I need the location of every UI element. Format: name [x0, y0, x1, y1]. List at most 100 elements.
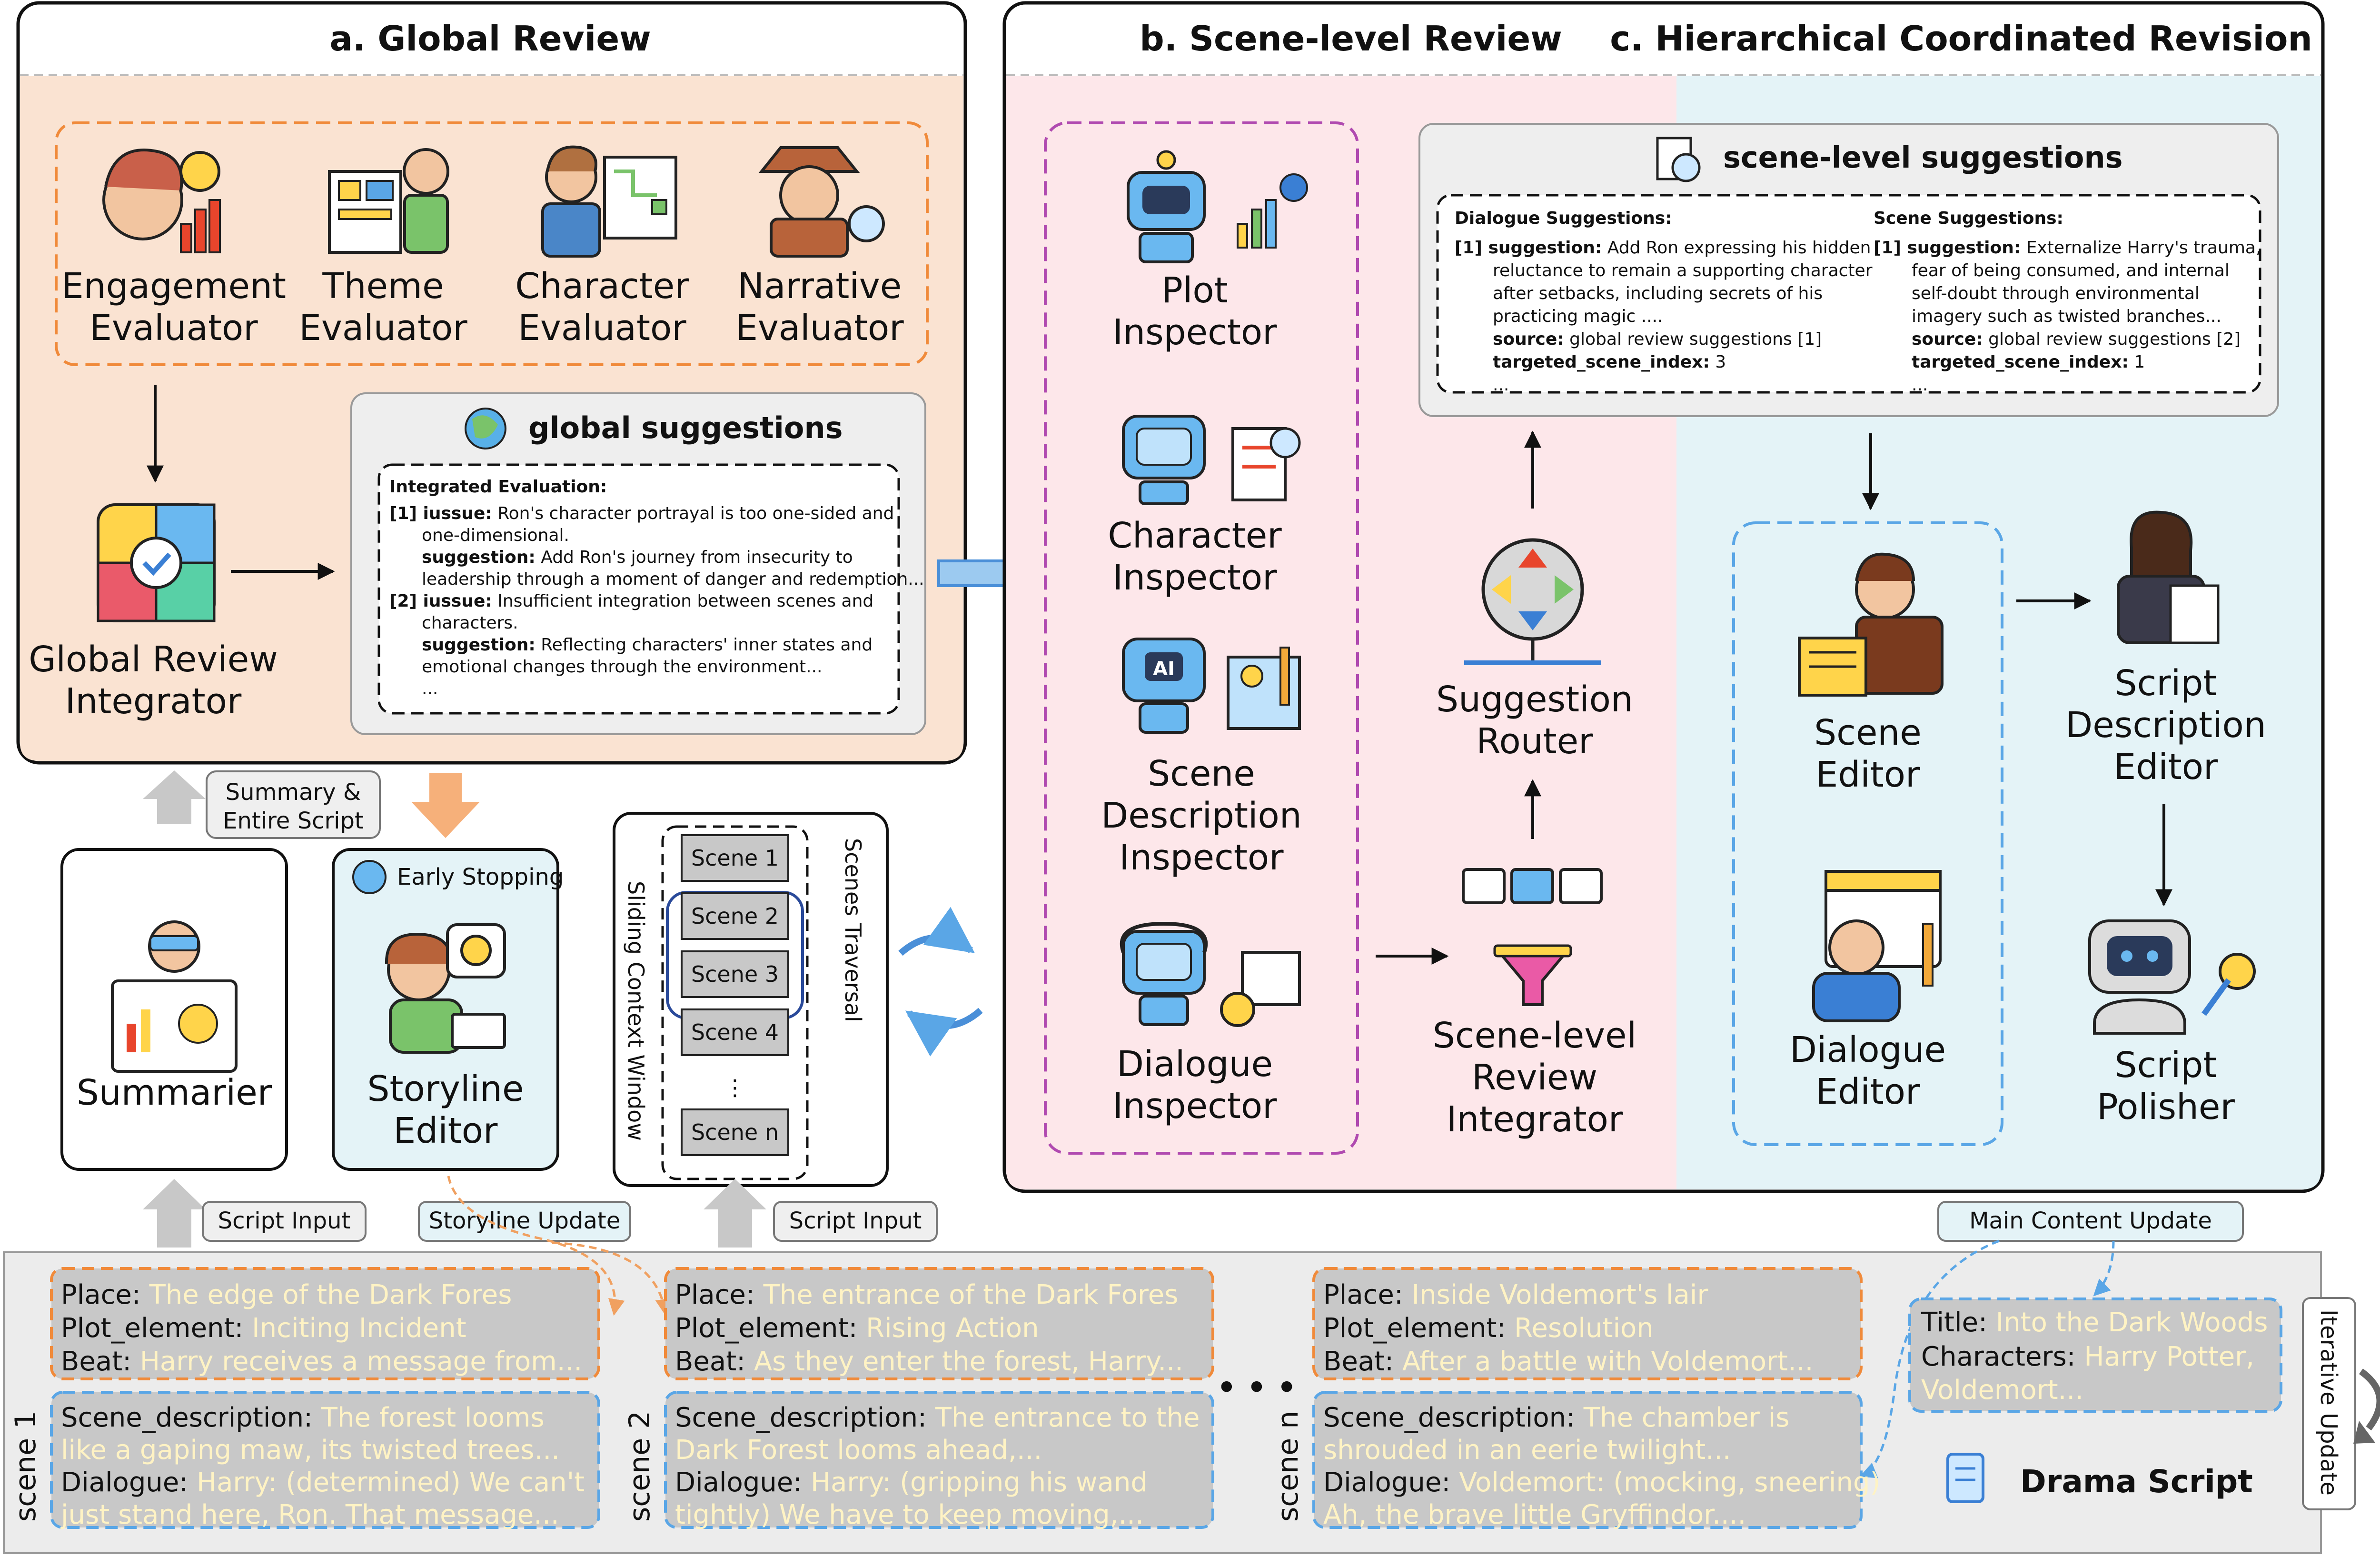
scene-card-field-dial: Dialogue: Harry: (determined) We can't: [61, 1467, 585, 1498]
scene-card-field-plot: Plot_element: Resolution: [1323, 1313, 1654, 1344]
scene-level-integrator-icon: [1462, 868, 1603, 1006]
ai-chip-icon: AI: [1153, 658, 1175, 680]
suggestion-line: [2] iussue: Insufficient integration bet…: [389, 591, 873, 611]
storyline-editor-label-2: Editor: [393, 1110, 498, 1151]
panel-a-title: a. Global Review: [329, 19, 651, 59]
suggestion-line: targeted_scene_index: 1: [1912, 352, 2145, 372]
suggestion-line: suggestion: Add Ron's journey from insec…: [422, 548, 853, 567]
theme-evaluator-label: Theme: [322, 266, 444, 307]
script-polisher-icon: [2088, 919, 2256, 1035]
suggestion-line: leadership through a moment of danger an…: [422, 569, 924, 589]
scene-card-field-plot: Plot_element: Rising Action: [675, 1313, 1039, 1344]
scene-description-inspector-label-3: Inspector: [1119, 837, 1284, 878]
suggestion-line: suggestion: Reflecting characters' inner…: [422, 635, 873, 655]
character-inspector-label: Character: [1108, 515, 1282, 556]
scene-item-3: Scene 3: [691, 961, 779, 987]
scene-suggestions-header: Scene Suggestions:: [1874, 209, 2063, 228]
scene-card-field-plot: Plot_element: Inciting Incident: [61, 1313, 466, 1344]
suggestion-router-label: Suggestion: [1436, 679, 1633, 720]
dialogue-inspector-label: Dialogue: [1117, 1044, 1273, 1085]
scene-card-field-place: Place: The entrance of the Dark Fores: [675, 1279, 1178, 1310]
scene-editor-label: Scene: [1814, 712, 1922, 753]
summary-tag: [206, 770, 381, 839]
summary-tag-line-1: Summary &: [226, 779, 361, 806]
main-content-update-tag: [1937, 1201, 2244, 1242]
main-content-update-arrow-1: [1859, 1239, 2000, 1478]
plot-inspector-icon: [1127, 150, 1308, 263]
scene-card: Place: Inside Voldemort's lairPlot_eleme…: [1271, 1267, 1880, 1530]
scene-description-inspector-label: Scene: [1148, 753, 1255, 794]
scenes-traversal-label: Scenes Traversal: [840, 838, 866, 1022]
suggestion-line: reluctance to remain a supporting charac…: [1493, 261, 1873, 280]
main-content-update-label: Main Content Update: [1969, 1208, 2212, 1234]
sliding-context-window-label: Sliding Context Window: [623, 881, 649, 1141]
scene-card-field-desc: Scene_description: The forest looms: [61, 1402, 545, 1433]
storyline-update-label: Storyline Update: [429, 1208, 621, 1234]
theme-evaluator-icon: [328, 148, 449, 254]
scene-card: Place: The edge of the Dark ForesPlot_el…: [9, 1267, 600, 1530]
scene-description-inspector-icon: AI: [1122, 638, 1301, 734]
drama-script-title-line: Title: Into the Dark Woods: [1921, 1307, 2268, 1338]
scene-card-field-place: Place: Inside Voldemort's lair: [1323, 1279, 1708, 1310]
suggestion-line: one-dimensional.: [422, 526, 569, 545]
global-review-integrator-label-2: Integrator: [65, 681, 242, 722]
scene-card-dialogue-line-2: just stand here, Ron. That message...: [60, 1499, 559, 1530]
cycle-arrow-top: [898, 907, 975, 956]
suggestion-line: imagery such as twisted branches...: [1912, 307, 2221, 326]
theme-evaluator-label-2: Evaluator: [299, 308, 467, 349]
early-stopping-down-arrow: [411, 773, 480, 838]
engagement-evaluator-label: Engagement: [61, 266, 286, 307]
scene-item-n: Scene n: [691, 1119, 779, 1145]
dialogue-editor-label: Dialogue: [1790, 1029, 1946, 1070]
script-input-label-2: Script Input: [789, 1208, 922, 1234]
editors-group: [1732, 521, 2003, 1146]
scene-item-2: Scene 2: [691, 903, 779, 929]
engagement-evaluator-icon: [102, 149, 221, 253]
summary-up-arrow: [143, 770, 206, 824]
scene-cards: Place: The edge of the Dark ForesPlot_el…: [9, 1267, 1880, 1530]
scene-card-desc-line-2: shrouded in an eerie twilight...: [1323, 1435, 1731, 1466]
narrative-evaluator-icon: [758, 146, 885, 258]
panel-c-title: c. Hierarchical Coordinated Revision: [1610, 19, 2312, 59]
suggestion-line: ...: [422, 679, 438, 699]
suggestion-line: targeted_scene_index: 3: [1493, 352, 1726, 372]
drama-script-label: Drama Script: [2020, 1463, 2253, 1500]
global-suggestions-panel: global suggestions Integrated Evaluation…: [350, 392, 926, 735]
suggestion-router-label-2: Router: [1476, 721, 1593, 762]
suggestion-line: practicing magic ....: [1493, 307, 1663, 326]
scene-meta-block: [50, 1267, 600, 1380]
script-description-editor-icon: [2117, 510, 2220, 644]
scene-card-field-place: Place: The edge of the Dark Fores: [61, 1279, 512, 1310]
character-evaluator-label-2: Evaluator: [518, 308, 686, 349]
storyline-editor-label: Storyline: [367, 1068, 524, 1109]
scene-card-field-beat: Beat: As they enter the forest, Harry...: [675, 1346, 1183, 1377]
scene-card-field-dial: Dialogue: Harry: (gripping his wand: [675, 1467, 1148, 1498]
script-input-label-1: Script Input: [218, 1208, 351, 1234]
script-description-editor-label-2: Description: [2065, 705, 2266, 746]
dialogue-inspector-label-2: Inspector: [1112, 1086, 1277, 1127]
iterative-update-curve: [2359, 1368, 2380, 1431]
early-stopping-label: Early Stopping: [397, 864, 564, 890]
script-input-tag-1: [202, 1201, 367, 1242]
character-inspector-label-2: Inspector: [1112, 557, 1277, 598]
scene-level-integrator-label-3: Integrator: [1447, 1099, 1623, 1140]
global-review-integrator-icon: [97, 503, 216, 622]
dialogue-inspector-icon: [1120, 921, 1301, 1027]
inspectors-group: [1044, 121, 1359, 1155]
character-evaluator-icon: [541, 145, 677, 258]
scene-card-field-beat: Beat: After a battle with Voldemort...: [1323, 1346, 1813, 1377]
scene-meta-block: [664, 1267, 1214, 1380]
scene-card-desc-line-2: like a gaping maw, its twisted trees...: [61, 1435, 560, 1466]
scene-level-integrator-label-2: Review: [1472, 1057, 1597, 1098]
suggestion-line: ...: [1493, 375, 1509, 395]
scene-card-field-desc: Scene_description: The chamber is: [1323, 1402, 1789, 1433]
evaluator-labels: Engagement Evaluator Theme Evaluator Cha…: [61, 266, 904, 349]
panel-b-title: b. Scene-level Review: [1140, 19, 1562, 59]
suggestion-line: source: global review suggestions [2]: [1912, 329, 2241, 349]
summarier-label: Summarier: [77, 1072, 272, 1113]
dialogue-editor-icon: [1812, 870, 1942, 1022]
iterative-update-tag: [2302, 1297, 2356, 1510]
scene-card-dialogue-line-2: tightly) We have to keep moving,...: [675, 1499, 1144, 1530]
scene-card-desc-line-2: Dark Forest looms ahead,...: [675, 1435, 1042, 1466]
suggestion-line: [1] iussue: Ron's character portrayal is…: [389, 504, 894, 523]
